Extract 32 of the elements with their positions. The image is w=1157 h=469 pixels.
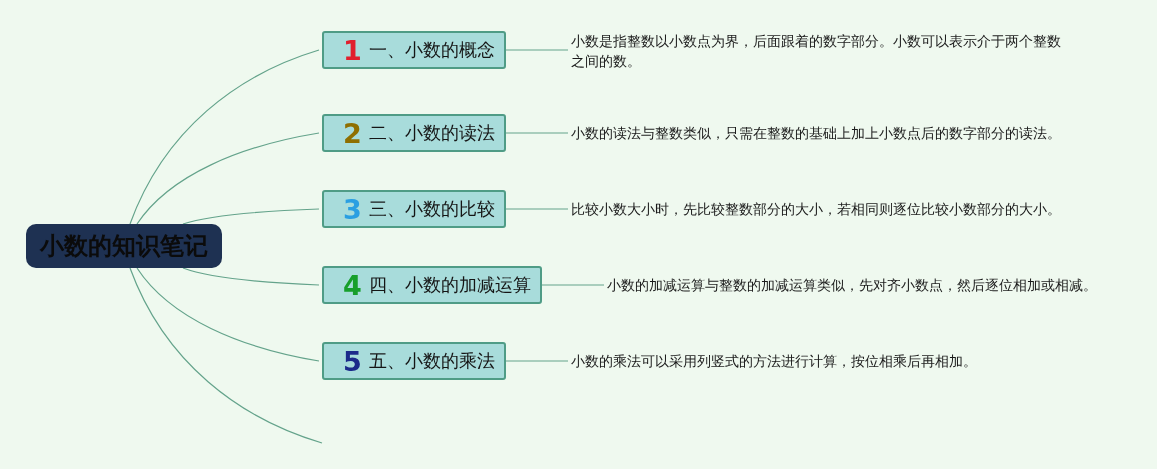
topic-box [322, 31, 506, 69]
branch-line [505, 132, 569, 134]
branch-line [505, 208, 569, 210]
branch-line [129, 267, 323, 444]
branch-line [182, 208, 320, 225]
step-number: 1 [343, 36, 362, 64]
topic-box [322, 266, 542, 304]
topic-box [322, 190, 506, 228]
step-number: 3 [343, 195, 362, 223]
step-number: 5 [343, 347, 362, 375]
topic-label: 二、小数的读法 [368, 122, 495, 144]
step-number: 2 [343, 119, 362, 147]
topic-label: 四、小数的加减运算 [368, 274, 531, 296]
topic-box [322, 114, 506, 152]
topic-box [322, 342, 506, 380]
branch-line [136, 267, 320, 362]
topic-label: 三、小数的比较 [368, 198, 495, 220]
note-text: 比较小数大小时，先比较整数部分的大小，若相同则逐位比较小数部分的大小。 [571, 199, 1061, 219]
branch-line [129, 49, 320, 225]
branch-line [505, 49, 569, 51]
topic-label: 一、小数的概念 [368, 39, 495, 61]
topic-label: 五、小数的乘法 [368, 350, 495, 372]
branch-line [541, 284, 605, 286]
step-number: 4 [343, 271, 362, 299]
branch-line [182, 267, 320, 286]
branch-line [136, 132, 320, 225]
note-text: 小数的加减运算与整数的加减运算类似，先对齐小数点，然后逐位相加或相减。 [607, 275, 1097, 295]
central-topic: 小数的知识笔记 [26, 224, 222, 268]
note-text: 小数的乘法可以采用列竖式的方法进行计算，按位相乘后再相加。 [571, 351, 977, 371]
note-text: 小数是指整数以小数点为界，后面跟着的数字部分。小数可以表示介于两个整数之间的数。 [571, 31, 1067, 71]
branch-line [505, 360, 569, 362]
note-text: 小数的读法与整数类似，只需在整数的基础上加上小数点后的数字部分的读法。 [571, 123, 1061, 143]
